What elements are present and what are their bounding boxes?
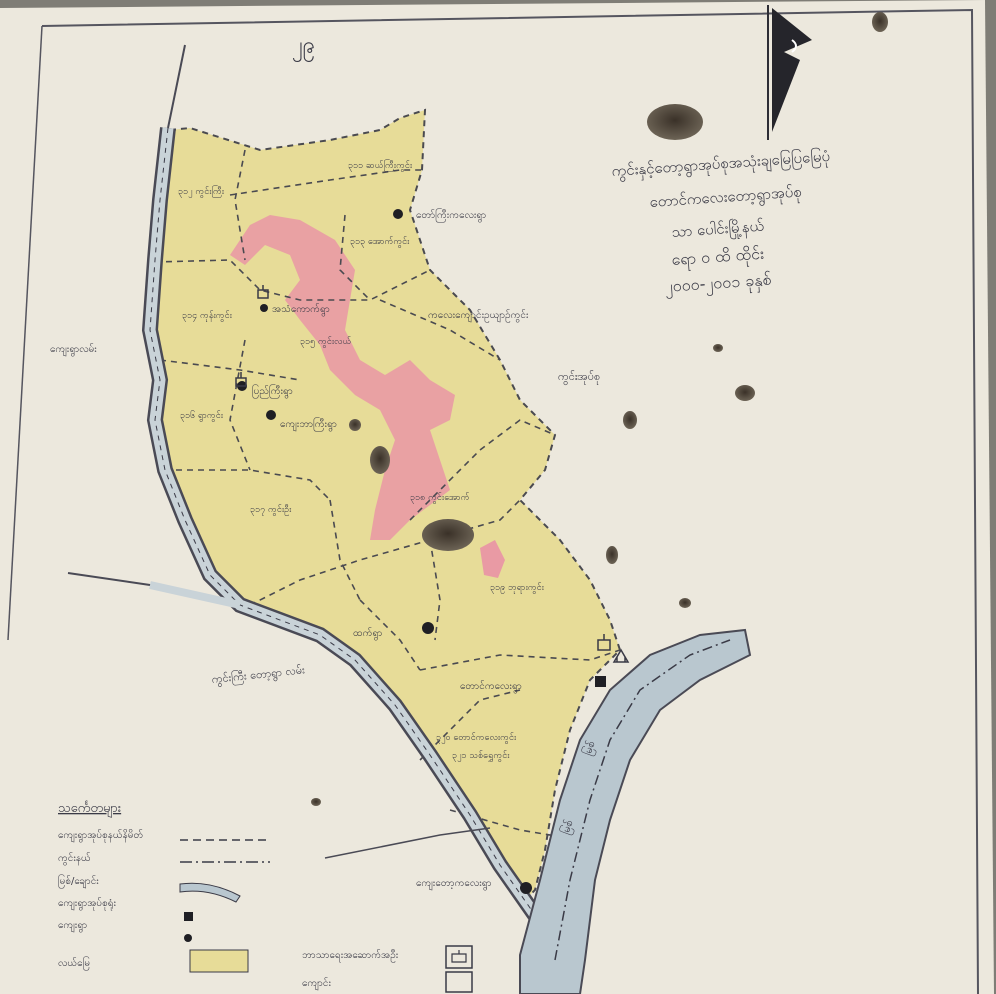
- label-village-6: တောင်ကလေးရွာ: [460, 679, 522, 694]
- legend-item-village: ကျေးရွာ: [58, 920, 87, 933]
- page-frame-left: [7, 25, 43, 641]
- page-number: ၂၉: [292, 33, 315, 62]
- label-village-2: အသံကောက်ရွာ: [272, 302, 330, 317]
- main-road: [67, 44, 542, 920]
- village-tract-office-icon: [595, 676, 606, 687]
- legend-item-river: မြစ်/ချောင်း: [58, 873, 99, 889]
- legend-item-office: ကျေးရွာအုပ်စုရုံး: [58, 896, 116, 911]
- page-frame: [41, 8, 979, 994]
- paper-holes: [311, 12, 888, 806]
- label-field-10: ၃၂၀ တောင်ကလေးကွင်း: [436, 732, 517, 744]
- label-field-7: ၃၁၇ ကွင်းဦး: [250, 504, 292, 516]
- label-field-5: ၃၁၅ ကွင်းလယ်: [300, 336, 352, 348]
- legend-item-school: ကျောင်း: [302, 976, 331, 991]
- monastery-icon: [612, 648, 630, 663]
- legend-item-religious: ဘာသာရေးအဆောက်အဦး: [302, 948, 399, 963]
- label-field-8: ၃၁၈ ကွင်းအောက်: [410, 492, 470, 504]
- label-field-9: ၃၁၉ ဘုရားကွင်း: [490, 582, 545, 594]
- forest-area: [230, 215, 455, 540]
- river: [519, 628, 752, 994]
- label-village-7: ကျေးတော့ကလေးရွာ: [416, 878, 492, 891]
- north-arrow-icon: [767, 5, 812, 140]
- pagoda-icon: [235, 285, 611, 651]
- village-dots: [237, 209, 532, 894]
- label-field-2: ၃၁၂ ကွင်းကြီး: [178, 185, 225, 198]
- label-village-3: ပြည်ကြီးရွာ: [252, 383, 293, 399]
- label-village-5: ထက်ရွာ: [353, 626, 382, 641]
- label-field-kwin: ကွင်းအုပ်စု: [558, 370, 600, 385]
- label-field-4: ၃၁၄ ကုန်းကွင်း: [182, 310, 233, 322]
- legend-item-boundary: ကျေးရွာအုပ်စုနယ်နိမိတ်: [58, 828, 143, 843]
- label-field-3: ၃၁၃ အောက်ကွင်း: [350, 236, 410, 248]
- label-field-11: ၃၂၁ သစ်ရွှေကွင်း: [452, 750, 510, 762]
- label-field-1: ၃၁၁ ဆယ်ကြီးကွင်း: [348, 159, 413, 172]
- label-road-left: ကျေးရွာလမ်း: [50, 342, 97, 357]
- forest-small: [480, 540, 505, 578]
- label-boundary: ကလေးကျောင်းဥယျာဉ်ကွင်း: [428, 308, 529, 323]
- legend-swatch-field: [189, 949, 249, 973]
- road-lower: [324, 827, 491, 859]
- legend-item-farmland: လယ်မြေ: [58, 955, 90, 971]
- label-village-1: တော်ကြီးကလေးရွာ: [416, 207, 486, 223]
- legend-title: သင်္ကေတများ: [58, 800, 121, 818]
- label-village-4: ကျေးဘာကြီးရွာ: [280, 416, 337, 432]
- legend-item-field: ကွင်းနယ်: [58, 851, 91, 866]
- label-field-6: ၃၁၆ ရွာကွင်း: [180, 410, 224, 422]
- legend: သင်္ကေတများ ကျေးရွာအုပ်စုနယ်နိမိတ် ကွင်း…: [58, 800, 473, 993]
